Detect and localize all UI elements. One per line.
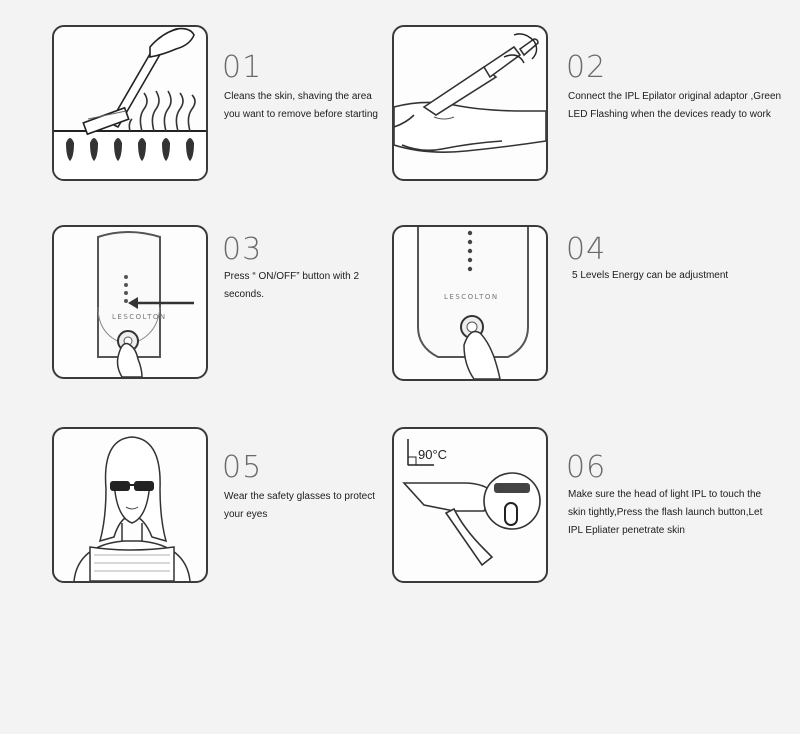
step-02-illustration (392, 25, 548, 181)
energy-level-icon: LESCOLTON (417, 227, 529, 379)
step-04-number: 04 (566, 232, 607, 267)
step-04-text: 5 Levels Energy can be adjustment (572, 270, 729, 281)
step-04-illustration: LESCOLTON (392, 225, 548, 381)
flash-button-icon: 90°C (402, 439, 541, 567)
step-02-text: Connect the IPL Epilator original adapto… (568, 91, 782, 120)
step-01-number: 01 (222, 50, 263, 85)
power-button-press-icon: LESCOLTON (97, 231, 194, 377)
safety-glasses-woman-icon (73, 436, 191, 581)
device-brand-label: LESCOLTON (112, 313, 167, 321)
step-05-number: 05 (222, 450, 263, 485)
step-06-text: Make sure the head of light IPL to touch… (568, 489, 763, 536)
step-02-number: 02 (566, 50, 607, 85)
adaptor-plug-icon (394, 33, 546, 153)
step-01-illustration (52, 25, 208, 181)
step-03-number: 03 (222, 232, 263, 267)
step-01-text: Cleans the skin, shaving the area you wa… (224, 91, 378, 120)
angle-label: 90°C (418, 447, 447, 462)
device-brand-label-2: LESCOLTON (444, 293, 499, 301)
step-03-text: Press “ ON/OFF” button with 2 seconds. (224, 271, 360, 300)
step-05-text: Wear the safety glasses to protect your … (224, 491, 376, 520)
step-06-illustration: 90°C (392, 427, 548, 583)
step-06-number: 06 (566, 450, 607, 485)
razor-shaving-icon (54, 27, 206, 179)
step-05-illustration (52, 427, 208, 583)
step-03-illustration: LESCOLTON (52, 225, 208, 379)
